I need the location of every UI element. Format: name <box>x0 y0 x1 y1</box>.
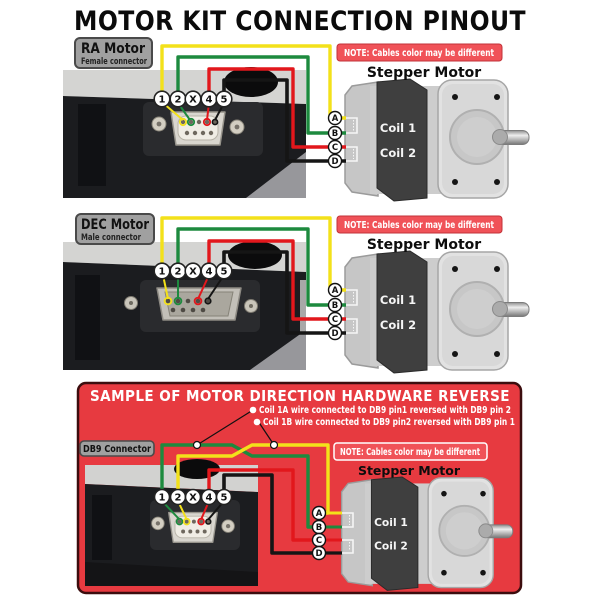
ra-label-sub: Female connector <box>81 57 148 67</box>
dec-terminal-badges: A B C D <box>327 282 343 341</box>
reverse-note-text: NOTE: Cables color may be different <box>340 447 480 458</box>
pin-4: 4 <box>206 95 213 106</box>
bullet-dot-2 <box>253 418 261 426</box>
ra-coil-brackets <box>346 117 358 162</box>
dec-stepper-title: Stepper Motor <box>367 237 481 253</box>
terminal-d: D <box>331 329 338 339</box>
reverse-callouts: Coil 1A wire connected to DB9 pin1 rever… <box>192 405 515 450</box>
ra-motor-label: RA Motor Female connector <box>74 37 153 69</box>
reverse-note-badge: NOTE: Cables color may be different <box>333 442 488 461</box>
reverse-pin-badges: 1 2 X 4 5 <box>153 488 233 506</box>
wire-red <box>207 67 346 149</box>
pin-1: 1 <box>159 267 166 278</box>
terminal-c: C <box>332 143 338 153</box>
pin-1: 1 <box>159 95 166 106</box>
db9-pins-top <box>165 298 211 304</box>
terminal-a: A <box>332 114 339 124</box>
terminal-c: C <box>316 536 322 546</box>
terminal-b: B <box>316 523 322 533</box>
callout-line-1 <box>196 409 254 446</box>
section-reverse: SAMPLE OF MOTOR DIRECTION HARDWARE REVER… <box>76 381 523 595</box>
db9-label-title: DB9 Connector <box>83 444 151 455</box>
ra-pin-badges: 1 2 X 4 5 <box>153 90 233 108</box>
ra-label-title: RA Motor <box>81 41 146 57</box>
pin-2: 2 <box>175 95 182 106</box>
cable-blob <box>224 67 278 97</box>
callout-dot-on-yellow <box>269 440 279 450</box>
wire-red <box>207 468 319 542</box>
reverse-title: SAMPLE OF MOTOR DIRECTION HARDWARE REVER… <box>90 387 510 405</box>
ra-stepper-motor <box>344 78 530 202</box>
pin-4: 4 <box>206 267 213 278</box>
wire-black <box>222 473 319 555</box>
pin-5: 5 <box>221 267 228 278</box>
ra-stepper-title: Stepper Motor <box>367 65 481 81</box>
reverse-coil-brackets <box>342 512 354 554</box>
dec-note-text: NOTE: Cables color may be different <box>344 220 494 231</box>
callout-dot-on-green <box>192 440 202 450</box>
pin-2: 2 <box>175 267 182 278</box>
dec-note-badge: NOTE: Cables color may be different <box>336 215 503 234</box>
pin-5: 5 <box>221 95 228 106</box>
pin-2: 2 <box>175 493 182 504</box>
pin-x: X <box>189 95 197 106</box>
terminal-b: B <box>332 129 338 139</box>
wire-green-crossover <box>160 443 319 529</box>
ra-note-text: NOTE: Cables color may be different <box>344 48 494 59</box>
terminal-d: D <box>315 549 322 559</box>
wire-green <box>176 55 346 135</box>
reverse-stepper-title: Stepper Motor <box>358 463 461 478</box>
section-ra: 1 2 X 4 5 A B C D RA Motor Female connec… <box>63 37 530 202</box>
pin-4: 4 <box>206 493 213 504</box>
cable-blob <box>228 241 282 269</box>
pin-5: 5 <box>221 493 228 504</box>
pin-1: 1 <box>159 493 166 504</box>
pin-x: X <box>189 493 197 504</box>
dec-label-sub: Male connector <box>81 233 142 243</box>
terminal-a: A <box>332 286 339 296</box>
terminal-d: D <box>331 157 338 167</box>
dec-coil-brackets <box>346 289 358 334</box>
wire-black <box>222 250 346 335</box>
terminal-c: C <box>332 315 338 325</box>
section-dec: 1 2 X 4 5 A B C D DEC Motor Male connect… <box>63 213 530 374</box>
dec-pin-badges: 1 2 X 4 5 <box>153 262 233 280</box>
reverse-bullet-1: Coil 1A wire connected to DB9 pin1 rever… <box>259 405 511 416</box>
bullet-dot-1 <box>249 406 257 414</box>
dec-motor-label: DEC Motor Male connector <box>75 213 155 245</box>
reverse-bullet-2: Coil 1B wire connected to DB9 pin2 rever… <box>263 417 515 428</box>
pin-x: X <box>189 267 197 278</box>
terminal-b: B <box>332 301 338 311</box>
dec-label-title: DEC Motor <box>81 217 150 233</box>
terminal-a: A <box>316 509 323 519</box>
reverse-db9-label: DB9 Connector <box>79 440 155 457</box>
reverse-stepper-motor <box>340 475 514 592</box>
wire-red <box>207 239 346 321</box>
wire-black <box>222 78 346 163</box>
callout-line-2 <box>257 420 275 446</box>
db9-pins-bottom <box>170 307 206 313</box>
ra-note-badge: NOTE: Cables color may be different <box>336 43 503 62</box>
wire-green <box>176 227 346 307</box>
db9-standoffs <box>124 296 258 313</box>
ra-terminal-badges: A B C D <box>327 110 343 169</box>
dec-stepper-motor <box>344 250 530 374</box>
page-title: MOTOR KIT CONNECTION PINOUT <box>74 6 526 37</box>
reverse-terminal-badges: A B C D <box>311 505 327 561</box>
